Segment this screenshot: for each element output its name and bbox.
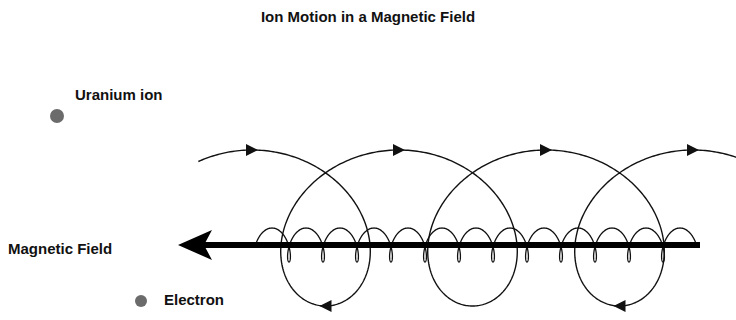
field-arrowhead: [178, 230, 212, 260]
direction-arrowhead: [687, 144, 699, 156]
field-label: Magnetic Field: [8, 240, 112, 258]
direction-arrowhead: [540, 144, 552, 156]
diagram-title: Ion Motion in a Magnetic Field: [0, 8, 736, 26]
ion-dot: [50, 109, 64, 123]
direction-arrowhead: [393, 144, 405, 156]
electron-dot: [135, 295, 147, 307]
particle-label: Electron: [164, 291, 224, 309]
particle-label: Uranium ion: [75, 86, 163, 104]
direction-arrowhead: [246, 144, 258, 156]
direction-arrowhead: [320, 300, 332, 312]
ion-loop: [198, 150, 736, 306]
direction-arrowhead: [614, 300, 626, 312]
ion-trajectory: [198, 144, 736, 312]
field-line: [200, 242, 700, 248]
